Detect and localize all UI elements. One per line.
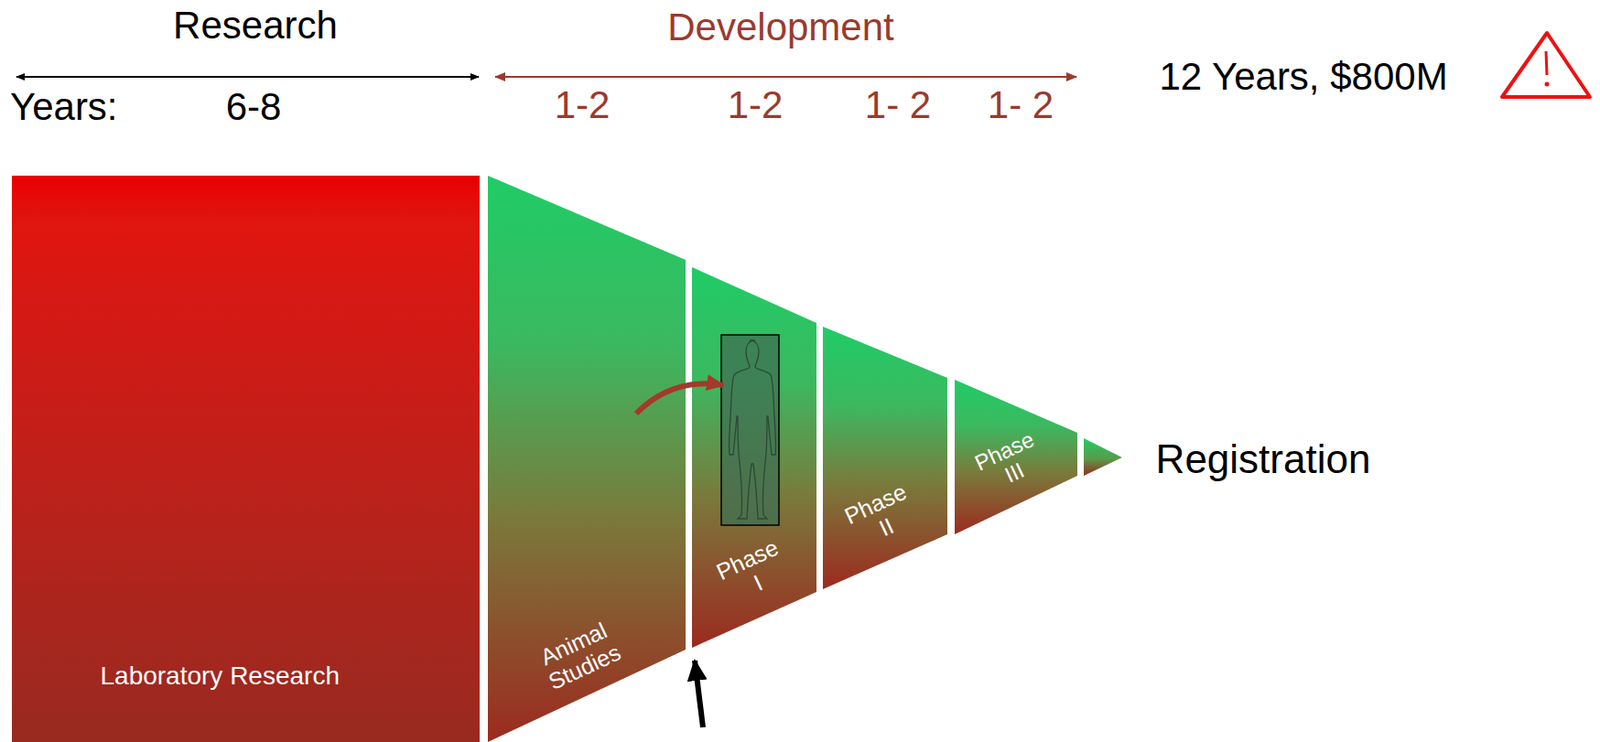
- stage-fill: [487, 175, 686, 742]
- duration-label: 1- 2: [864, 84, 931, 127]
- research-block: Laboratory Research: [11, 175, 480, 742]
- stage-fill: [822, 326, 948, 590]
- stage-fill: [691, 267, 817, 649]
- research-arrow: [16, 75, 479, 78]
- funnel-stage: Phase I: [691, 267, 817, 649]
- duration-label: 1-2: [727, 84, 784, 127]
- funnel-tip: [1083, 438, 1123, 476]
- total-cost-label: 12 Years, $800M: [1158, 55, 1448, 98]
- stage-label: Laboratory Research: [100, 662, 340, 692]
- stage-fill: [11, 175, 480, 742]
- funnel-stage: Phase III: [954, 379, 1078, 535]
- funnel-stage: Phase II: [822, 326, 948, 590]
- stage-shape: [822, 326, 948, 590]
- duration-label: 1-2: [554, 84, 611, 127]
- section-title: Development: [667, 6, 894, 49]
- axis-label: Years:: [10, 86, 119, 129]
- duration-label: 1- 2: [987, 84, 1054, 127]
- funnel-stage: Animal Studies: [487, 175, 686, 742]
- stage-fill: [954, 379, 1078, 535]
- pointer-arrow: [694, 660, 703, 728]
- development-arrow: [495, 75, 1077, 78]
- warning-triangle: [1502, 32, 1590, 98]
- stage-shape: [11, 175, 480, 742]
- section-title: Research: [172, 4, 338, 47]
- duration-label: 6-8: [226, 86, 282, 129]
- registration-label: Registration: [1156, 437, 1372, 482]
